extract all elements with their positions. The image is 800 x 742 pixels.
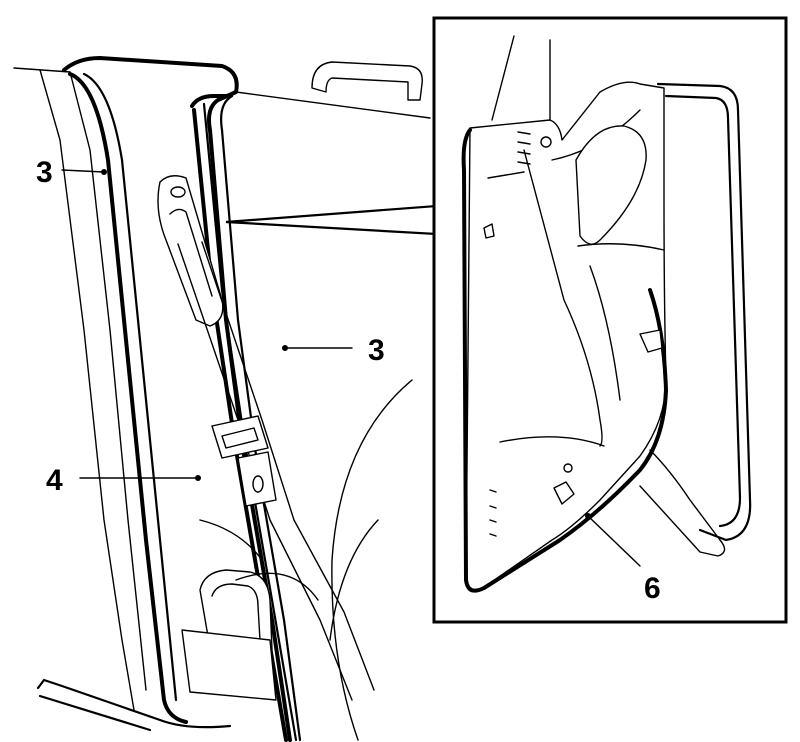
leader-3-right-dot [282, 345, 288, 351]
leader-3-left-dot [101, 169, 107, 175]
callout-6: 6 [644, 572, 661, 605]
detail-tab [483, 223, 495, 239]
detail-pillar-lines [491, 35, 551, 121]
detail-hole [563, 463, 573, 473]
pillar-trim-outline [62, 56, 292, 742]
main-view [13, 56, 431, 742]
height-adjuster [211, 415, 269, 459]
belt-guide-slot [169, 208, 213, 297]
pillar-trim-left-edge [68, 72, 188, 724]
detail-trim-bold-edge [461, 128, 668, 593]
detail-pointer-wedge [225, 204, 438, 236]
detail-hole-upper [540, 136, 552, 148]
pillar-trim-left-inner [82, 72, 178, 702]
headliner-edge [13, 67, 431, 119]
callout-3-upper-left: 3 [36, 156, 53, 189]
anchor-bolt [170, 186, 186, 198]
detail-view [432, 16, 788, 624]
door-panel-curve [199, 519, 319, 601]
height-adjuster-slot [221, 427, 259, 449]
callout-3-right: 3 [368, 334, 385, 367]
grab-handle [311, 61, 423, 101]
leader-6-dot [585, 513, 591, 519]
belt-buckle-tab [237, 451, 277, 507]
seat-belt-webbing [177, 241, 375, 701]
lower-trim-box [181, 629, 277, 701]
leader-6 [587, 515, 641, 567]
detail-hand [575, 125, 647, 245]
detail-lower-dashes [489, 489, 497, 537]
left-panel-inner [69, 71, 147, 691]
leader-4-dot [195, 475, 201, 481]
left-side-panel [39, 69, 135, 711]
detail-clip-lower [553, 481, 575, 505]
detail-clip [639, 329, 663, 353]
seat-contour [329, 379, 413, 741]
detail-trim-ribs [517, 131, 531, 165]
lower-trim-pocket-inner [211, 583, 261, 641]
belt-guide [157, 175, 224, 327]
leader-3-left [61, 169, 105, 173]
buckle-slot [252, 475, 264, 493]
floor-sill [36, 678, 232, 732]
detail-door-seal-outer [639, 449, 726, 557]
detail-door-seal [656, 82, 752, 542]
callout-4: 4 [46, 464, 63, 497]
